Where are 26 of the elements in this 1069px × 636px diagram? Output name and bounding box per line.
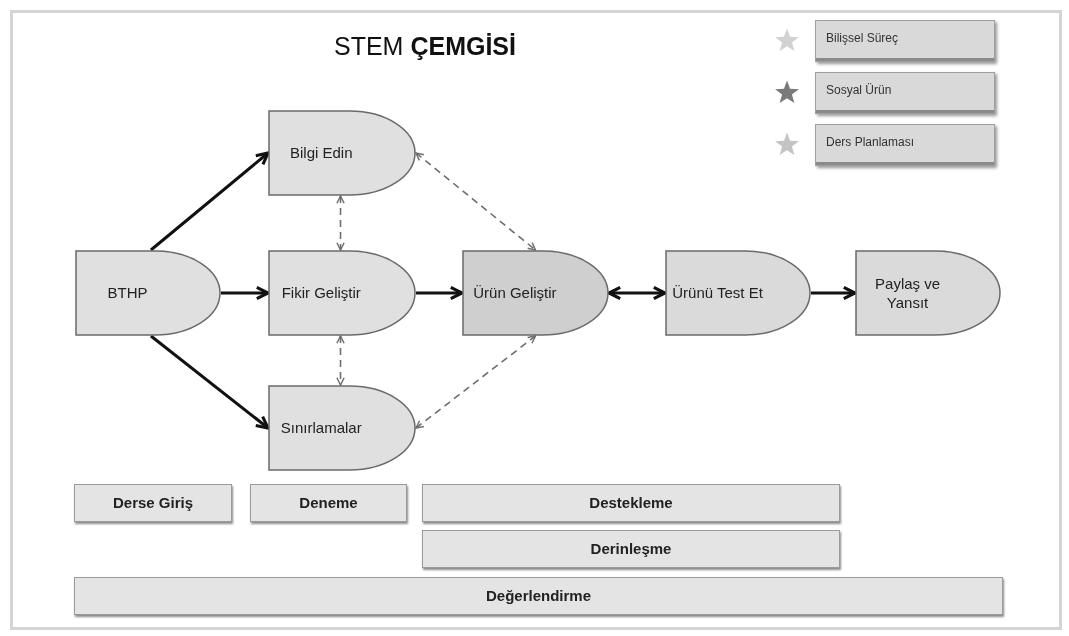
arrow (416, 285, 464, 301)
arrow (150, 334, 270, 430)
phase-bar: Destekleme (422, 484, 840, 522)
process-shape: BTHP (75, 250, 221, 336)
diagram-title: STEM ÇEMGİSİ (333, 32, 517, 61)
phase-bar: Deneme (250, 484, 407, 522)
legend-label: Bilişsel Süreç (815, 20, 995, 62)
arrow (811, 285, 857, 301)
process-shape: Bilgi Edin (268, 110, 416, 196)
arrow (607, 285, 667, 301)
phase-bar: Derse Giriş (74, 484, 232, 522)
arrow (149, 151, 270, 252)
dashed-arrow (415, 152, 537, 251)
phase-bar: Derinleşme (422, 530, 840, 568)
dashed-arrow (336, 335, 345, 386)
legend-label: Ders Planlaması (815, 124, 995, 166)
process-shape: Ürün Geliştir (462, 250, 609, 336)
arrow (221, 285, 270, 301)
process-shape: Fikir Geliştir (268, 250, 416, 336)
phase-bar: Değerlendirme (74, 577, 1003, 615)
process-shape: Paylaş ve Yansıt (855, 250, 1001, 336)
process-shape: Sınırlamalar (268, 385, 416, 471)
dashed-arrow (415, 335, 537, 429)
dashed-arrow (336, 195, 345, 251)
process-shape: Ürünü Test Et (665, 250, 811, 336)
legend-label: Sosyal Ürün (815, 72, 995, 114)
